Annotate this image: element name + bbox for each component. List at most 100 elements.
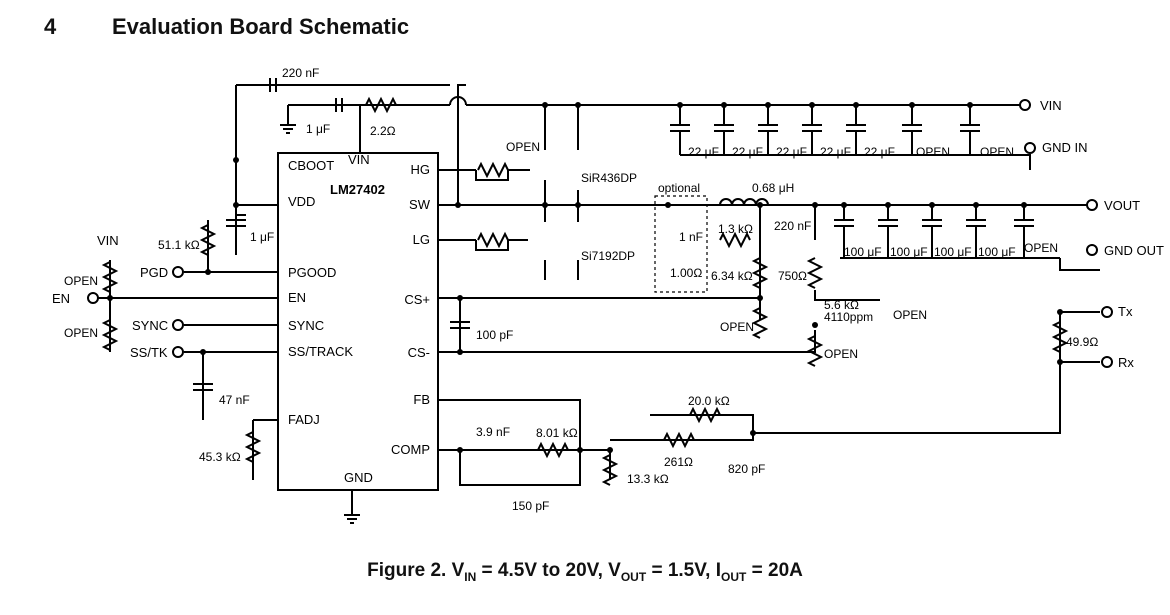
caption-prefix: Figure 2. [367,560,452,581]
ic-name: LM27402 [330,182,385,197]
rs2-value: OPEN [720,320,754,334]
cin4-value: 22 μF [820,145,851,159]
section-number: 4 [44,14,57,39]
pin-vdd: VDD [288,194,315,209]
co5-value: OPEN [1024,241,1058,255]
component-values: 220 nF 1 μF 2.2Ω OPEN SiR436DP Si7192DP … [64,66,1098,513]
wires [98,84,1100,524]
rin-value: 2.2Ω [370,124,396,138]
cout-bank-values: 100 μF 100 μF 100 μF 100 μF OPEN [844,241,1058,259]
rc2-value: 261Ω [664,455,693,469]
rfb1-value: 20.0 kΩ [688,394,730,408]
optional-label: optional [658,181,700,195]
ic-left-pins: CBOOT VDD PGOOD EN SYNC SS/TRACK FADJ [288,158,353,427]
cin1-value: 22 μF [688,145,719,159]
capacitor-symbols [193,78,1034,391]
caption-vin-sub: IN [464,569,477,584]
terminal-vin: VIN [1040,98,1062,113]
rtc-part: 4110ppm [824,310,873,324]
ic-body [277,152,439,491]
rtc-value: 5.6 kΩ [824,298,859,312]
pin-sync: SYNC [288,318,324,333]
cin3-value: 22 μF [776,145,807,159]
css-value: 47 nF [219,393,250,407]
resistor-symbols [101,96,1069,486]
cc1-value: 3.9 nF [476,425,510,439]
terminal-labels: VIN GND IN VOUT GND OUT Tx Rx EN PGD SYN… [52,98,1164,370]
pin-cs-plus: CS+ [404,292,430,307]
qt2-value: OPEN [506,140,540,154]
terminal-vin-left: VIN [97,233,119,248]
rs5-value: OPEN [893,308,927,322]
pin-ss-track: SS/TRACK [288,344,353,359]
pin-pgood: PGOOD [288,265,336,280]
cin6-value: OPEN [916,145,950,159]
caption-iout-rest: = 20A [746,560,803,581]
lout-value: 0.68 μH [752,181,794,195]
co2-value: 100 μF [890,245,928,259]
pin-lg: LG [413,232,430,247]
terminal-en: EN [52,291,70,306]
csy-value: 100 pF [476,328,513,342]
terminal-tx: Tx [1118,304,1133,319]
rpg-value: 51.1 kΩ [158,238,200,252]
rs-value: 1.3 kΩ [718,222,753,236]
ren2-value: OPEN [64,326,98,340]
rc1-value: 8.01 kΩ [536,426,578,440]
caption-iout: I [715,560,722,581]
caption-vout-sub: OUT [620,569,647,584]
terminal-gnd-out: GND OUT [1104,243,1164,258]
section-title: Evaluation Board Schematic [112,14,410,39]
cin7-value: OPEN [980,145,1014,159]
pin-cs-minus: CS- [408,345,430,360]
cs-value: 220 nF [774,219,811,233]
terminal-ss-tk: SS/TK [130,345,168,360]
figure-caption: Figure 2. VIN = 4.5V to 20V, VOUT = 1.5V… [0,560,1170,584]
qt1-part: SiR436DP [581,171,637,185]
rf-value: 45.3 kΩ [199,450,241,464]
caption-vout-rest: = 1.5V, [646,560,716,581]
csb-value: 1 nF [679,230,703,244]
rsb-value: 1.00Ω [670,266,702,280]
cin-value: 1 μF [306,122,330,136]
inductor-symbol [719,198,769,206]
cin2-value: 22 μF [732,145,763,159]
caption-vin-rest: = 4.5V to 20V, [476,560,609,581]
cdd-value: 1 μF [250,230,274,244]
ql1-part: Si7192DP [581,249,635,263]
rs0-value: 49.9Ω [1066,335,1098,349]
ic-right-pins: HG SW LG CS+ CS- FB COMP [391,162,431,457]
cc2-value: 150 pF [512,499,549,513]
terminal-sync: SYNC [132,318,168,333]
pin-comp: COMP [391,442,430,457]
ic-pin-gnd: GND [344,470,373,485]
terminal-rx: Rx [1118,355,1134,370]
co1-value: 100 μF [844,245,882,259]
caption-iout-sub: OUT [721,569,747,584]
caption-vout: V [608,560,621,581]
pin-sw: SW [409,197,431,212]
evaluation-board-schematic: LM27402 VIN GND CBOOT VDD PGOOD EN SYNC … [52,66,1164,524]
ic-pin-vin: VIN [348,152,370,167]
caption-vin: V [451,560,465,581]
terminal-gnd-in: GND IN [1042,140,1088,155]
co3-value: 100 μF [934,245,972,259]
rs4-value: OPEN [824,347,858,361]
rs3-value: 750Ω [778,269,807,283]
pin-hg: HG [411,162,431,177]
pin-fb: FB [413,392,430,407]
cin-bank-values: 22 μF 22 μF 22 μF 22 μF 22 μF OPEN OPEN [688,145,1014,159]
junction-dots [107,102,1063,453]
pin-cboot: CBOOT [288,158,334,173]
cb-value: 220 nF [282,66,319,80]
rs1-value: 6.34 kΩ [711,269,753,283]
ren1-value: OPEN [64,274,98,288]
co4-value: 100 μF [978,245,1016,259]
terminal-pgd: PGD [140,265,168,280]
rfb2-value: 13.3 kΩ [627,472,669,486]
pin-fadj: FADJ [288,412,320,427]
cin5-value: 22 μF [864,145,895,159]
terminal-vout: VOUT [1104,198,1140,213]
pin-en: EN [288,290,306,305]
cc3-value: 820 pF [728,462,765,476]
